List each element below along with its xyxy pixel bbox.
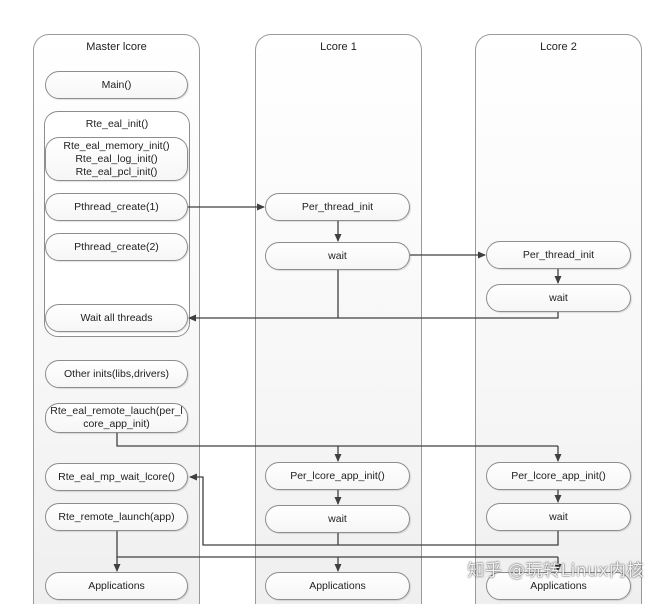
mp-wait-lcore-label: Rte_eal_mp_wait_lcore() — [58, 470, 175, 483]
master-applications-label: Applications — [88, 579, 145, 592]
main-node: Main() — [45, 71, 188, 99]
lcore1-per-lcore-app-init-label: Per_lcore_app_init() — [290, 469, 385, 482]
lcore2-wait-2-label: wait — [549, 510, 568, 523]
lcore2-applications-label: Applications — [530, 579, 587, 592]
lcore1-per-thread-init-node: Per_thread_init — [265, 193, 410, 221]
lcore2-wait-1-label: wait — [549, 291, 568, 304]
remote-launch-app-label: Rte_remote_launch(app) — [58, 510, 175, 523]
lcore1-wait-2-label: wait — [328, 512, 347, 525]
other-inits-label: Other inits(libs,drivers) — [63, 367, 170, 380]
remote-lauch-node: Rte_eal_remote_lauch(per_l core_app_init… — [45, 403, 188, 433]
lcore2-per-lcore-app-init-label: Per_lcore_app_init() — [511, 469, 606, 482]
lcore2-wait-1-node: wait — [486, 284, 631, 312]
mp-wait-lcore-node: Rte_eal_mp_wait_lcore() — [45, 463, 188, 491]
eal-subinit-node: Rte_eal_memory_init() Rte_eal_log_init()… — [45, 137, 188, 181]
arrow-remote-lauch-trunk — [116, 433, 558, 447]
lcore2-per-lcore-app-init-node: Per_lcore_app_init() — [486, 462, 631, 490]
master-applications-node: Applications — [45, 572, 188, 600]
pthread-create-2-label: Pthread_create(2) — [74, 240, 159, 253]
pthread-create-2-node: Pthread_create(2) — [45, 233, 188, 261]
lcore1-wait-1-label: wait — [328, 249, 347, 262]
lcore1-per-lcore-app-init-node: Per_lcore_app_init() — [265, 462, 410, 490]
lcore1-applications-label: Applications — [309, 579, 366, 592]
wait-all-threads-label: Wait all threads — [80, 311, 153, 324]
pthread-create-1-label: Pthread_create(1) — [74, 200, 159, 213]
rte-eal-init-label: Rte_eal_init() — [85, 118, 149, 130]
remote-lauch-label: Rte_eal_remote_lauch(per_l core_app_init… — [50, 405, 183, 430]
lcore2-wait-2-node: wait — [486, 503, 631, 531]
arrow-lcore2-wait-back — [189, 473, 559, 546]
lcore1-wait-2-node: wait — [265, 505, 410, 533]
lcore2-title: Lcore 2 — [540, 41, 577, 53]
remote-launch-app-node: Rte_remote_launch(app) — [45, 503, 188, 531]
wait-all-threads-node: Wait all threads — [45, 304, 188, 332]
pthread-create-1-node: Pthread_create(1) — [45, 193, 188, 221]
lcore2-per-thread-init-label: Per_thread_init — [522, 248, 595, 261]
eal-subinit-label: Rte_eal_memory_init() Rte_eal_log_init()… — [63, 139, 170, 178]
arrow-lcore2-to-wait-all — [188, 312, 559, 322]
master-lcore-title: Master lcore — [86, 41, 147, 53]
lcore1-per-thread-init-label: Per_thread_init — [301, 200, 374, 213]
lcore1-wait-1-node: wait — [265, 242, 410, 270]
main-label: Main() — [101, 78, 132, 91]
lcore1-title: Lcore 1 — [320, 41, 357, 53]
lcore2-per-thread-init-node: Per_thread_init — [486, 241, 631, 269]
other-inits-node: Other inits(libs,drivers) — [45, 360, 188, 388]
watermark: 知乎 @玩转Linux内核 — [467, 561, 644, 581]
